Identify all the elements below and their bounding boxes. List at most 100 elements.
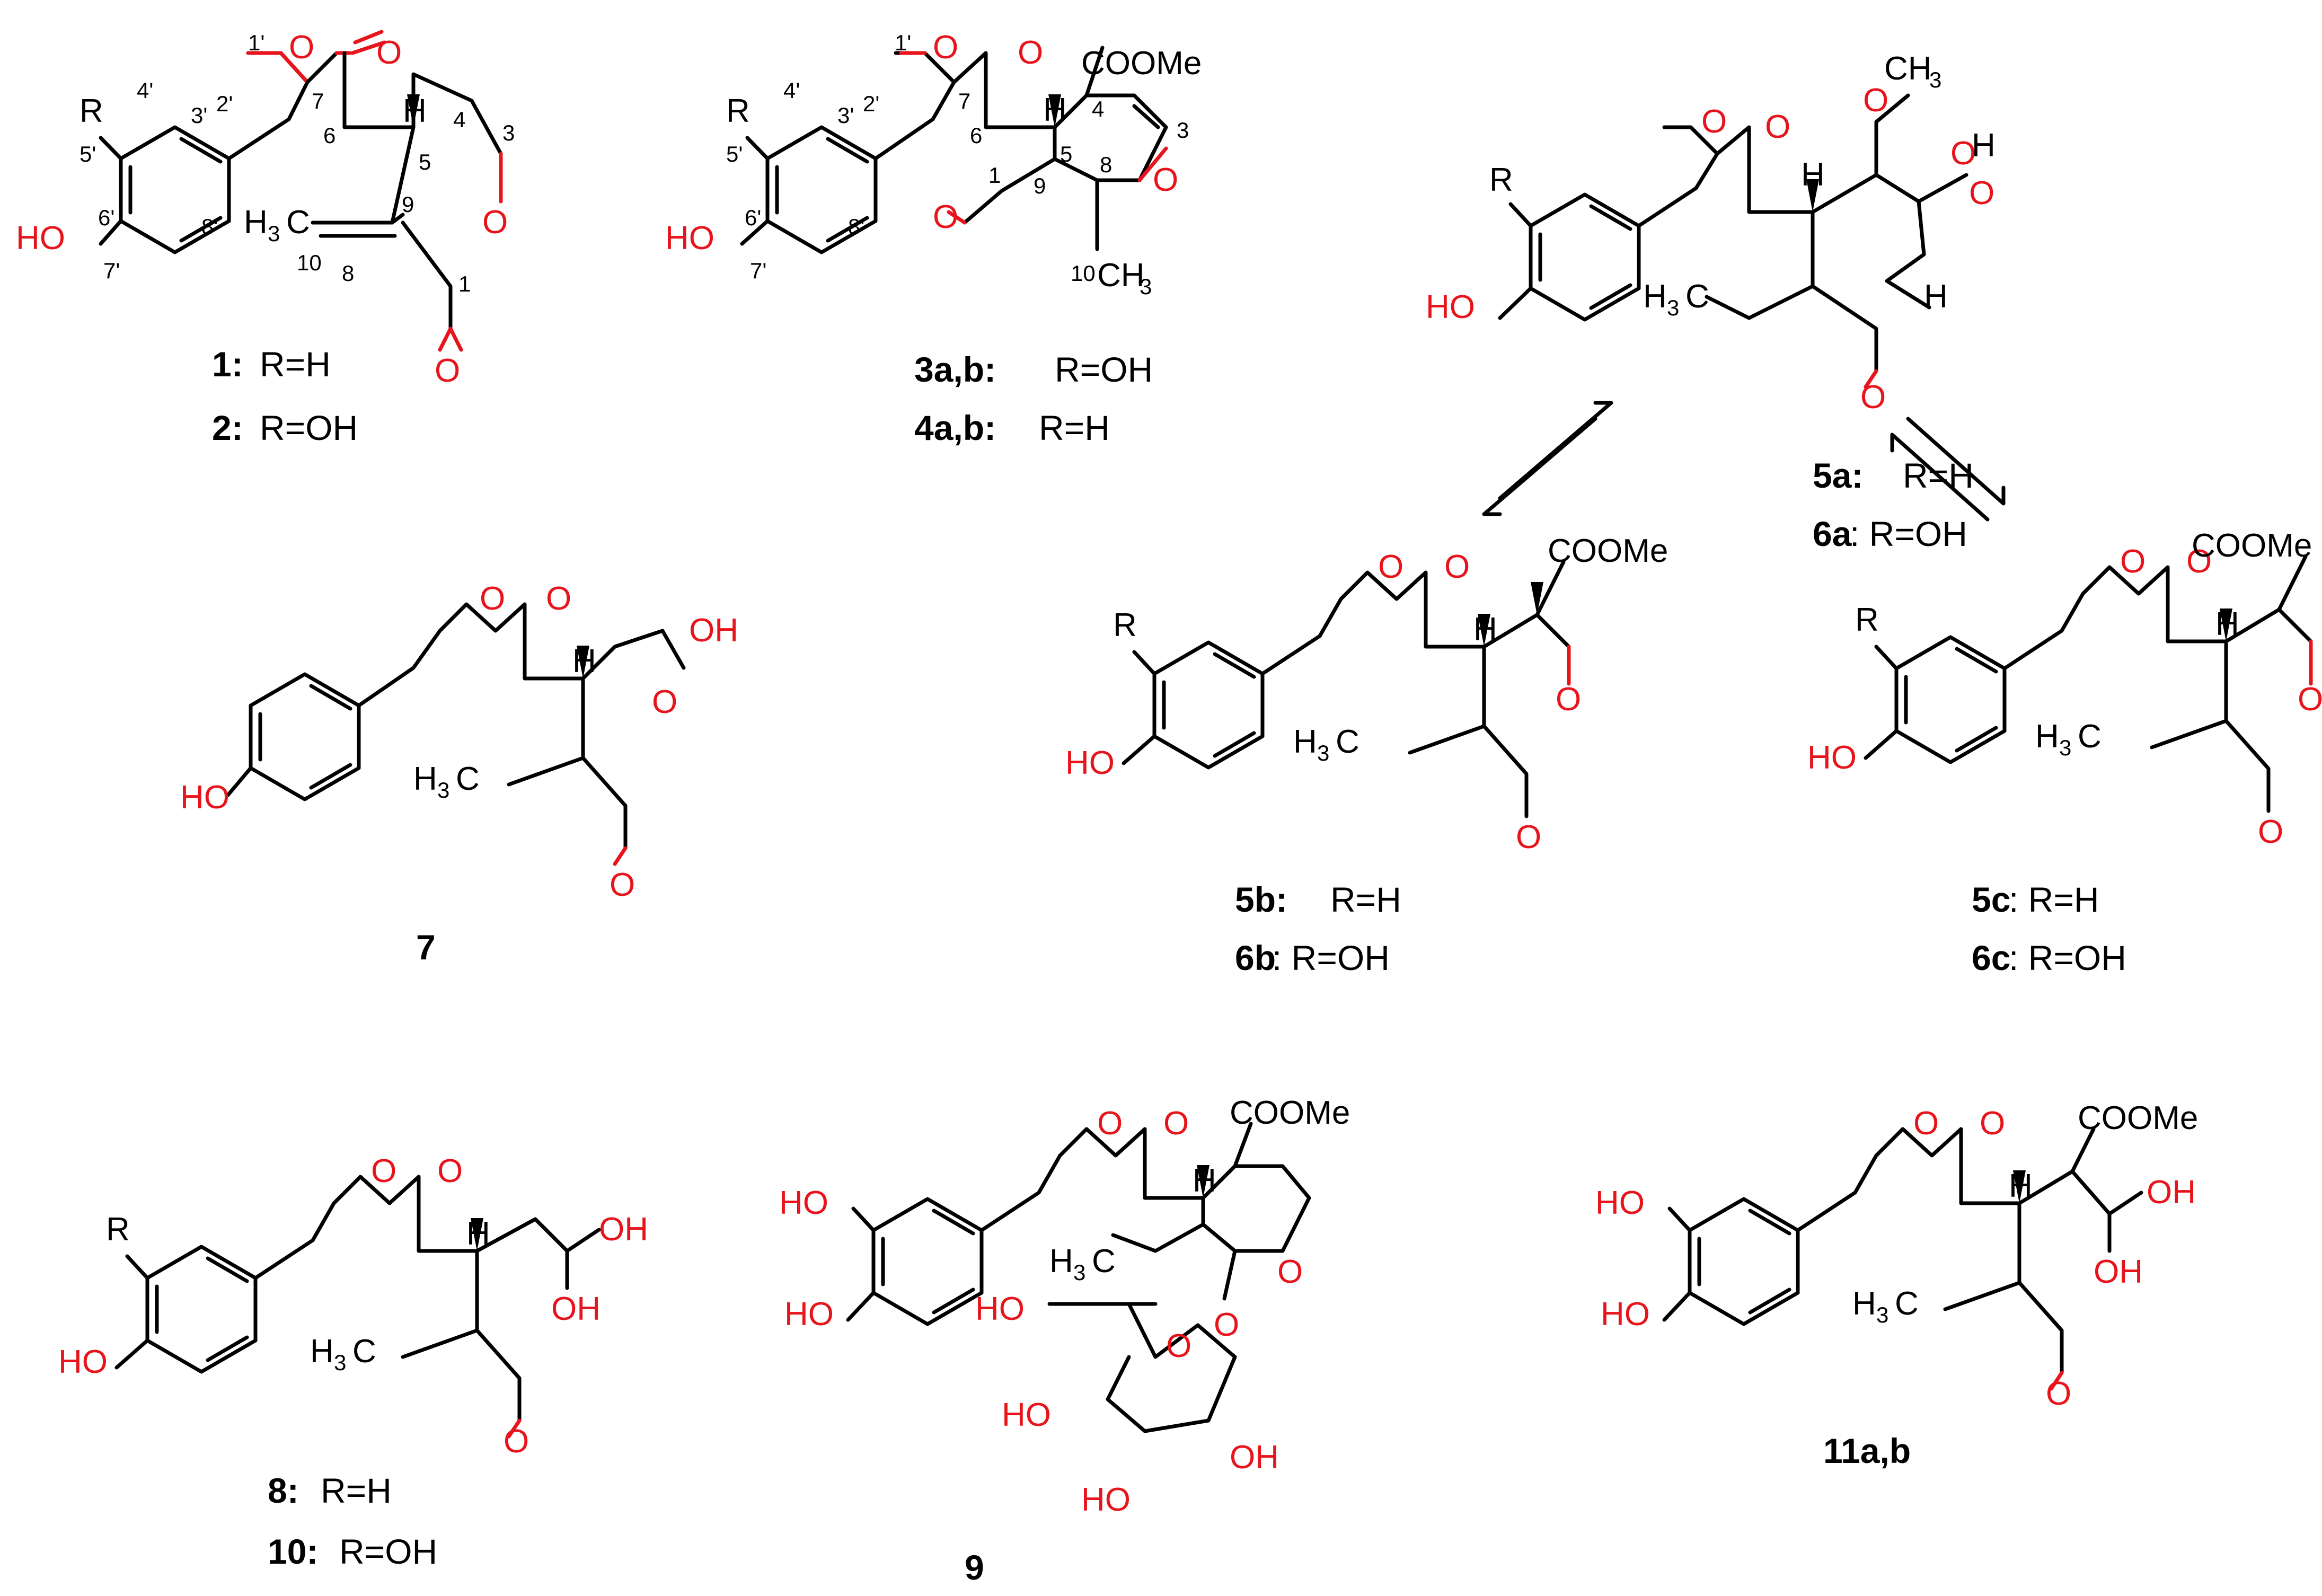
compound-id: 3a,b:	[914, 350, 996, 389]
compound-desc: : R=OH	[1850, 514, 1967, 553]
atom-number: 10	[1071, 261, 1096, 286]
structure-7: HO O O OH O O H H C 3 7	[180, 580, 738, 967]
methyl-c: C	[1685, 278, 1709, 315]
structure-1-2: R HO O O O O H H C 3 1' 2' 3' 4' 5' 6' 7…	[16, 29, 515, 447]
atom-number: 6'	[98, 205, 114, 230]
benzene-ring-9	[873, 1199, 982, 1324]
aldehyde-oxygen: O	[2258, 814, 2283, 850]
atom-number: 8	[1100, 152, 1112, 177]
methyl-c: C	[456, 761, 480, 797]
aldehyde-oxygen-1: O	[435, 352, 460, 389]
methoxy-sub: 3	[1929, 67, 1941, 92]
atom-number: 10	[297, 250, 322, 275]
stereo-hydrogen: H	[1043, 92, 1067, 128]
r-group-label: R	[80, 93, 103, 129]
methyl-sub: 3	[2059, 735, 2071, 760]
methyl-c: C	[352, 1333, 376, 1370]
pyranose-oxygen: O	[1166, 1328, 1191, 1364]
sugar-hydroxy-6: HO	[975, 1291, 1025, 1327]
aldehyde-oxygen: O	[1556, 681, 1581, 718]
carbonyl-oxygen: O	[437, 1153, 463, 1189]
compound-desc: R=H	[1039, 408, 1110, 447]
stereo-hydrogen: H	[572, 643, 596, 680]
sugar-hydroxy-3: HO	[1081, 1482, 1131, 1518]
atom-number: 8'	[201, 214, 218, 239]
structure-9: HO HO O O COOMe O O O HO HO OH HO H H C …	[779, 1095, 1350, 1587]
acid-hydroxy: OH	[689, 612, 738, 649]
equilibrium-arrow-right	[1890, 417, 2006, 522]
r-group-label: R	[726, 93, 750, 129]
compound-id: 6a	[1813, 514, 1852, 553]
compound-id: 8:	[268, 1471, 299, 1510]
atom-number: 7'	[103, 258, 120, 283]
aldehyde-oxygen: O	[933, 199, 958, 235]
atom-number: 5'	[80, 142, 96, 166]
hydroxy-label: HO	[1065, 745, 1115, 781]
ester-carbonyl-oxygen: O	[1950, 135, 1976, 172]
hydroxy-label-4: HO	[1601, 1296, 1650, 1333]
atom-number: 1	[458, 271, 471, 296]
r-group-label: R	[1855, 602, 1879, 638]
atom-number: 4	[1092, 96, 1104, 121]
atom-number: 4'	[137, 78, 153, 103]
hydroxy-label: HO	[180, 779, 229, 816]
methyl-h: H	[1293, 724, 1317, 760]
stereo-hydrogen: H	[2215, 606, 2239, 642]
atom-number: 3'	[837, 103, 854, 128]
sugar-hydroxy-4: HO	[1002, 1397, 1051, 1433]
methoxy-oxygen: O	[1863, 82, 1888, 119]
hydroxy-label: HO	[16, 220, 65, 257]
aldehyde-oxygen: O	[2046, 1375, 2071, 1412]
enol-oxygen: O	[1969, 175, 1994, 211]
methyl-sub: 3	[437, 778, 449, 803]
methyl-h: H	[1049, 1243, 1073, 1280]
compound-id: 10:	[268, 1532, 318, 1571]
benzene-ring-7	[251, 674, 359, 799]
structure-3-4: R HO O O COOMe O O H CH 3 1' 2' 3' 4' 5'…	[665, 29, 1202, 447]
carbonyl-oxygen: O	[1980, 1105, 2005, 1142]
aldehyde-oxygen: O	[610, 867, 635, 903]
ring-oxygen: O	[1277, 1254, 1303, 1290]
benzene-ring-5b	[1154, 642, 1262, 768]
compound-desc: R=H	[260, 345, 331, 384]
stereo-hydrogen: H	[403, 93, 427, 129]
hydroxy-label: HO	[665, 220, 714, 257]
hydroxy-label-4: HO	[784, 1296, 834, 1333]
aldehyde-oxygen: O	[2298, 681, 2322, 718]
glycoside-oxygen: O	[1214, 1307, 1239, 1343]
compound-desc: R=H	[1330, 880, 1401, 919]
methyl-sub: 3	[1140, 274, 1152, 299]
hydrate-hydroxy-1: OH	[599, 1211, 648, 1248]
carbonyl-oxygen: O	[376, 34, 402, 71]
carbonyl-oxygen: O	[1163, 1105, 1189, 1142]
atom-number: 4	[453, 107, 465, 132]
compound-desc: R=OH	[1055, 350, 1153, 389]
methyl-c: C	[286, 204, 310, 241]
r-group-label: R	[106, 1211, 130, 1248]
ester-oxygen: O	[480, 580, 505, 617]
enol-hydrogen: H	[1972, 127, 1996, 164]
aldehyde-oxygen: O	[504, 1423, 529, 1460]
atom-number: 5'	[726, 142, 743, 166]
atom-number: 2'	[863, 91, 879, 116]
atom-number: 1'	[248, 30, 264, 55]
benzene-ring-8	[147, 1247, 255, 1372]
compound-id: 11a,b	[1823, 1431, 1911, 1470]
r-group-label: R	[1489, 162, 1513, 198]
hydrate-hydroxy-2: OH	[2094, 1254, 2143, 1290]
hydroxy-label: HO	[58, 1344, 108, 1380]
methoxy-label: CH	[1884, 50, 1932, 87]
acid-carbonyl-oxygen: O	[652, 684, 677, 720]
atom-number: 3	[1177, 118, 1189, 143]
r-group-label: R	[1113, 607, 1137, 643]
atom-number: 8	[342, 261, 354, 286]
compound-id: 1:	[212, 345, 243, 384]
methyl-h: H	[244, 204, 268, 241]
methyl-c: C	[1895, 1285, 1919, 1322]
atom-number: 9	[1034, 173, 1046, 198]
atom-number: 1'	[895, 30, 911, 55]
atom-number: 4'	[783, 78, 800, 103]
atom-number: 7	[312, 89, 324, 113]
sugar-hydroxy-2: OH	[1230, 1439, 1279, 1476]
